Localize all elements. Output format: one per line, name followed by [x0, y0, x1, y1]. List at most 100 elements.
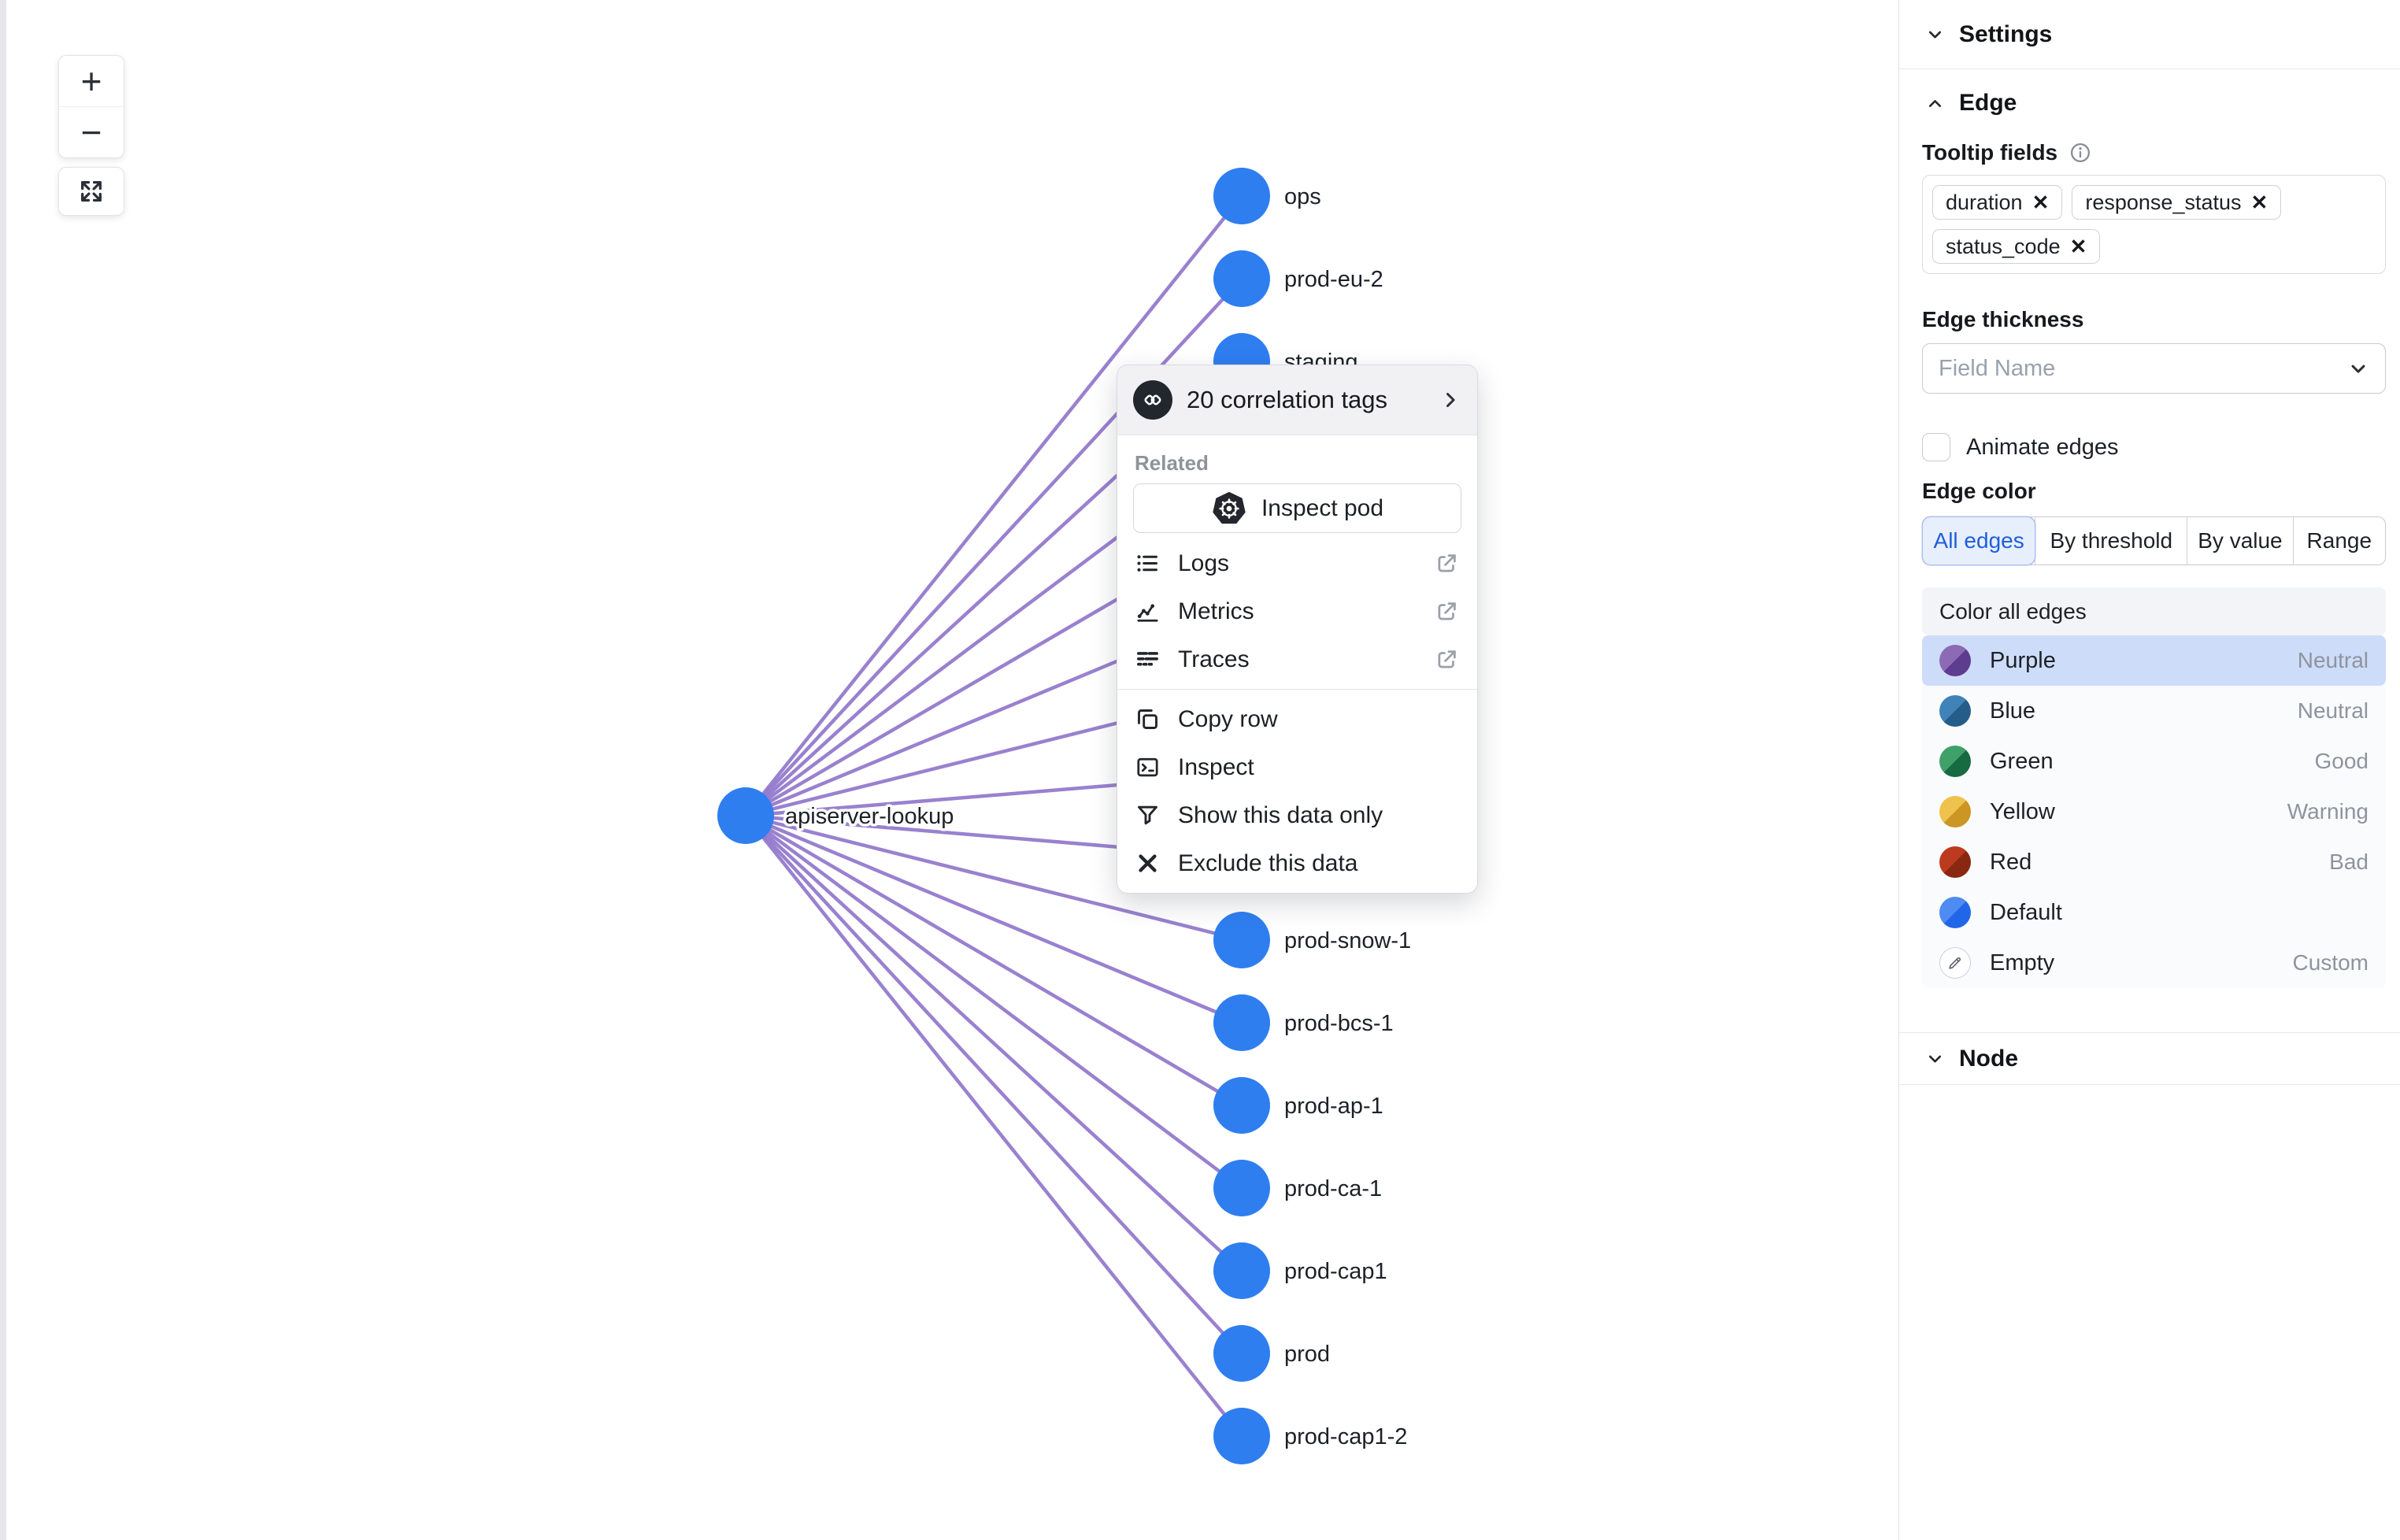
edge-color-option-empty[interactable]: Empty Custom — [1922, 938, 2386, 988]
color-status: Bad — [2329, 850, 2369, 874]
section-settings[interactable]: Settings — [1899, 0, 2400, 68]
tooltip-field-tag-duration[interactable]: duration✕ — [1932, 185, 2063, 220]
section-node[interactable]: Node — [1899, 1033, 2400, 1084]
color-name: Empty — [1990, 950, 2055, 975]
edge-color-label: Edge color — [1922, 479, 2036, 503]
menu-item-label: Logs — [1178, 550, 1230, 576]
graph-node[interactable] — [1213, 1242, 1270, 1299]
menu-item-metrics[interactable]: Metrics — [1117, 587, 1477, 635]
graph-canvas[interactable]: opsprod-eu-2stagingprod-snow-1prod-bcs-1… — [0, 0, 1898, 1540]
color-swatch — [1939, 846, 1971, 878]
external-link-icon — [1434, 646, 1460, 672]
divider — [1899, 1032, 2400, 1033]
metrics-icon — [1135, 598, 1161, 624]
edge-section-label: Edge — [1959, 90, 2017, 116]
remove-tag-icon[interactable]: ✕ — [2250, 190, 2269, 214]
tooltip-fields-input[interactable]: duration✕ response_status✕ status_code ✕ — [1922, 175, 2386, 274]
logs-icon — [1135, 550, 1161, 576]
graph-edge[interactable] — [744, 814, 1243, 1272]
menu-item-label: Exclude this data — [1178, 850, 1358, 876]
menu-item-logs[interactable]: Logs — [1117, 539, 1477, 587]
inspect-pod-button[interactable]: Inspect pod — [1133, 483, 1461, 533]
color-name: Yellow — [1990, 798, 2055, 824]
remove-tag-icon[interactable]: ✕ — [2031, 190, 2050, 214]
graph-node[interactable] — [1213, 1077, 1270, 1134]
chevron-up-icon — [1925, 94, 1945, 113]
filter-icon — [1135, 802, 1161, 828]
section-edge[interactable]: Edge — [1899, 69, 2400, 137]
graph-edge[interactable] — [744, 814, 1243, 1190]
menu-item-show-this-data-only[interactable]: Show this data only — [1117, 791, 1477, 839]
graph-node[interactable] — [1213, 168, 1270, 224]
color-swatch — [1939, 695, 1971, 727]
remove-tag-icon[interactable]: ✕ — [2069, 234, 2087, 258]
context-menu: 20 correlation tags Related Inspect pod … — [1117, 365, 1478, 894]
menu-item-exclude-this-data[interactable]: Exclude this data — [1117, 839, 1477, 887]
edge-color-tab-range[interactable]: Range — [2292, 517, 2385, 565]
graph-node-label: prod-cap1 — [1284, 1259, 1387, 1284]
graph-node[interactable] — [1213, 250, 1270, 307]
tooltip-field-tag-status_code[interactable]: status_code ✕ — [1932, 229, 2101, 264]
graph-edge[interactable] — [744, 814, 1243, 1355]
menu-divider — [1117, 689, 1477, 690]
edge-color-option-default[interactable]: Default — [1922, 887, 2386, 938]
correlation-icon — [1141, 388, 1165, 412]
pencil-icon — [1939, 947, 1971, 979]
spacer — [1899, 988, 2400, 1032]
color-name: Purple — [1990, 647, 2056, 673]
graph-node[interactable] — [1213, 1160, 1270, 1216]
graph-node-label: prod-eu-2 — [1284, 267, 1383, 292]
color-status: Custom — [2292, 950, 2369, 975]
edge-color-tab-by-threshold[interactable]: By threshold — [2035, 517, 2187, 565]
divider — [1899, 1084, 2400, 1085]
zoom-in-button[interactable]: + — [59, 56, 124, 106]
menu-item-traces[interactable]: Traces — [1117, 635, 1477, 683]
tooltip-fields-label: Tooltip fields — [1922, 140, 2058, 165]
graph-node-label: prod-snow-1 — [1284, 928, 1411, 953]
color-swatch — [1939, 897, 1971, 928]
options-sidebar: Settings Edge Tooltip fields duration✕ re… — [1898, 0, 2400, 1540]
menu-item-label: Metrics — [1178, 598, 1254, 624]
menu-item-inspect[interactable]: Inspect — [1117, 743, 1477, 791]
menu-item-copy-row[interactable]: Copy row — [1117, 695, 1477, 743]
graph-edge[interactable] — [745, 813, 1243, 942]
fit-view-button[interactable] — [59, 168, 124, 215]
graph-edge[interactable] — [744, 814, 1243, 1107]
graph-node[interactable] — [717, 787, 774, 844]
animate-edges-label: Animate edges — [1966, 434, 2119, 460]
kubernetes-icon — [1211, 491, 1247, 527]
edge-color-tab-all-edges[interactable]: All edges — [1923, 517, 2035, 565]
animate-edges-checkbox[interactable] — [1922, 433, 1950, 461]
tooltip-field-tag-response_status[interactable]: response_status✕ — [2072, 185, 2282, 220]
color-name: Blue — [1990, 698, 2036, 724]
correlation-tags-item[interactable]: 20 correlation tags — [1117, 365, 1477, 435]
inspect-pod-label: Inspect pod — [1261, 494, 1384, 521]
graph-edge[interactable] — [744, 194, 1243, 817]
graph-node-label: apiserver-lookup — [785, 804, 954, 829]
graph-edge[interactable] — [745, 813, 1243, 1025]
graph-node[interactable] — [1213, 912, 1270, 968]
info-icon[interactable] — [2069, 141, 2092, 165]
related-section-label: Related — [1135, 451, 1209, 475]
zoom-out-button[interactable]: − — [59, 107, 124, 157]
edge-color-tab-by-value[interactable]: By value — [2187, 517, 2292, 565]
edge-thickness-select[interactable]: Field Name — [1922, 343, 2386, 394]
divider — [1899, 68, 2400, 69]
copy-icon — [1135, 706, 1161, 732]
tag-label: status_code — [1946, 234, 2061, 258]
graph-node-label: ops — [1284, 184, 1321, 209]
graph-edge[interactable] — [744, 814, 1243, 1438]
animate-edges-row: Animate edges — [1922, 433, 2386, 461]
graph-node[interactable] — [1213, 1408, 1270, 1464]
graph-node[interactable] — [1213, 994, 1270, 1051]
graph-node[interactable] — [1213, 1325, 1270, 1382]
chevron-down-icon — [1925, 1049, 1945, 1068]
